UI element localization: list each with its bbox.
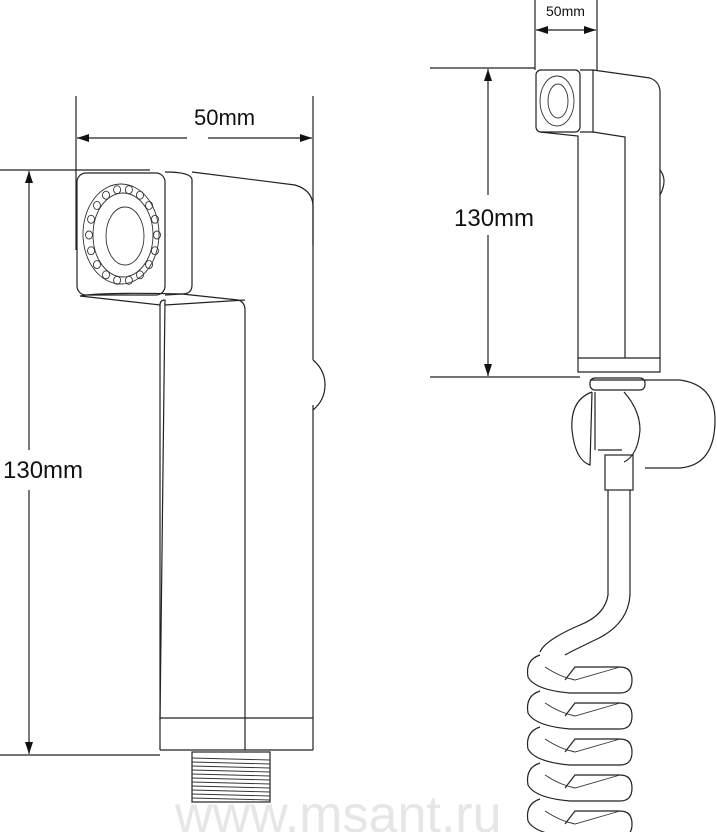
right-height-dimension: 130mm: [430, 67, 580, 378]
right-sprayer: [535, 69, 665, 373]
hose-coil: [526, 762, 633, 802]
hose-coil-inner: [544, 810, 621, 825]
hose-coil-inner: [544, 666, 621, 681]
nozzle-hole: [102, 270, 110, 280]
left-width-dimension: 50mm: [75, 96, 314, 250]
trigger-button: [312, 359, 326, 411]
nozzle-hole: [153, 230, 161, 240]
nozzle-hole: [113, 275, 122, 285]
hose-coil: [526, 690, 633, 730]
right-view: 50mm 130mm: [430, 0, 716, 832]
nozzle-hole: [113, 185, 122, 195]
thread-line: [191, 773, 271, 777]
hose-coil: [526, 654, 633, 694]
thread-connector: [191, 751, 271, 803]
hose-coil: [526, 726, 633, 766]
nozzle-hole: [85, 230, 93, 240]
spiral-hose: [526, 490, 633, 832]
nozzle-hole: [145, 260, 153, 270]
nozzle-hole: [87, 246, 96, 256]
left-view: 50mm 130mm: [0, 96, 326, 803]
thread-line: [191, 793, 271, 797]
nozzle-ring: [85, 185, 161, 285]
hose-coil: [526, 798, 633, 832]
nozzle-hole: [124, 185, 133, 195]
thread-line: [191, 761, 271, 765]
nozzle-hole: [87, 214, 96, 224]
hose-coil-inner: [544, 774, 621, 789]
thread-line: [191, 765, 271, 769]
thread-line: [191, 769, 271, 773]
left-sprayer-body: [79, 292, 326, 751]
left-sprayer-head: [76, 171, 314, 360]
nozzle-hole: [102, 190, 110, 200]
nozzle-hole: [145, 200, 153, 210]
right-height-label: 130mm: [454, 205, 534, 232]
wall-holder: [571, 377, 716, 491]
watermark: www.msant.ru: [174, 786, 502, 832]
right-width-dimension: 50mm: [534, 0, 598, 70]
left-width-label: 50mm: [194, 105, 255, 130]
nozzle-hole: [93, 200, 101, 210]
nozzle-hole: [136, 190, 144, 200]
left-height-dimension: 130mm: [0, 169, 160, 756]
right-width-label: 50mm: [546, 3, 585, 19]
thread-line: [191, 797, 271, 801]
nozzle-hole: [124, 275, 133, 285]
hose-coil-inner: [544, 702, 621, 717]
left-height-label: 130mm: [3, 457, 83, 484]
thread-line: [191, 789, 271, 793]
nozzle-hole: [150, 214, 159, 224]
thread-line: [191, 781, 271, 785]
nozzle-hole: [150, 246, 159, 256]
nozzle-hole: [136, 270, 144, 280]
hose-coil-inner: [544, 738, 621, 753]
nozzle-hole: [93, 260, 101, 270]
thread-line: [191, 757, 271, 761]
thread-line: [191, 785, 271, 789]
thread-line: [191, 777, 271, 781]
